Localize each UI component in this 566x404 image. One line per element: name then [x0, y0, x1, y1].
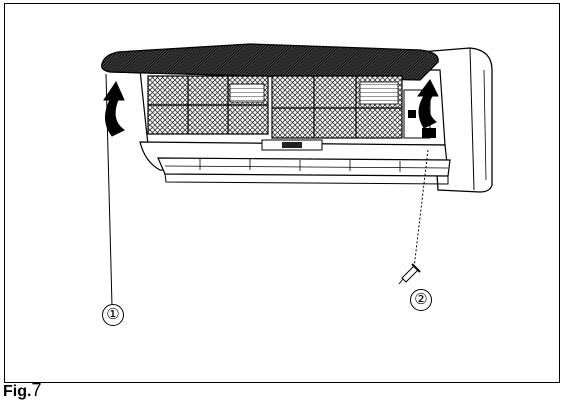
figure-label: Fig.7	[3, 380, 41, 401]
screw-icon	[398, 263, 421, 285]
figure-label-prefix: Fig.	[3, 383, 32, 400]
air-filter-right	[271, 75, 403, 139]
callout-1: ①	[102, 304, 124, 326]
callout-2: ②	[410, 289, 432, 311]
arrow-up-curved-icon	[103, 80, 125, 137]
figure-label-number: 7	[31, 380, 42, 400]
front-panel	[101, 43, 439, 81]
figure-frame	[4, 3, 560, 383]
leader-line-1	[105, 73, 113, 307]
air-filter-left	[147, 75, 269, 135]
arrow-up-curved-icon	[417, 79, 439, 129]
